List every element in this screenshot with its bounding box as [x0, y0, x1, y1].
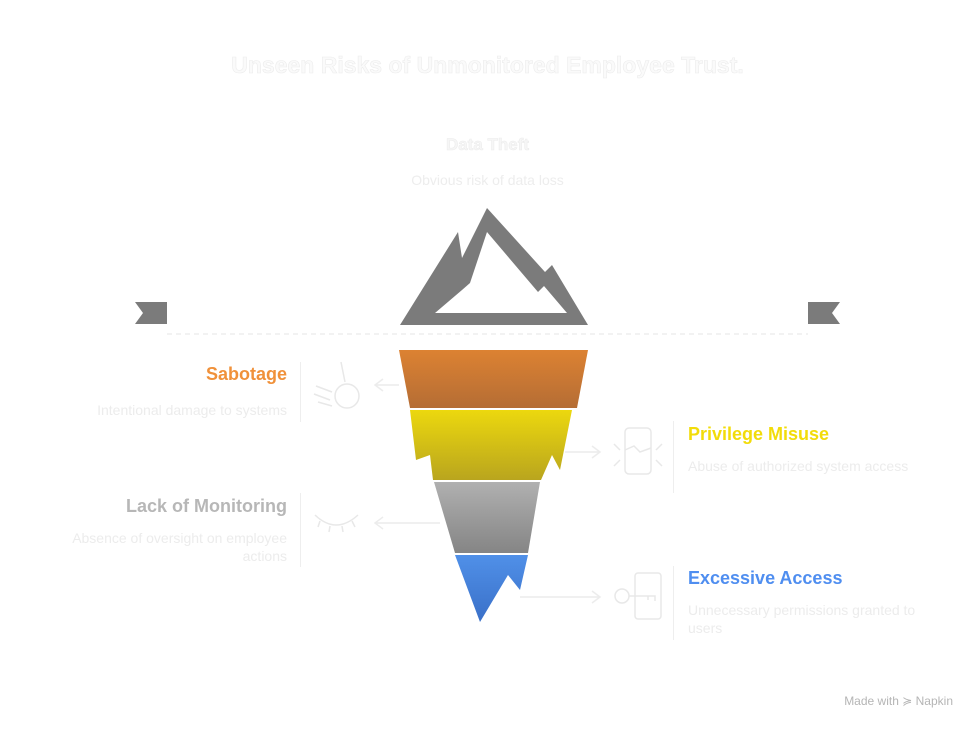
- divider-privilege: [673, 421, 674, 493]
- item-privilege-misuse: Privilege Misuse Abuse of authorized sys…: [688, 424, 918, 475]
- layer-excessive-access: [455, 555, 528, 622]
- layer-privilege-misuse: [410, 410, 572, 480]
- napkin-logo-icon: ≽: [902, 694, 913, 708]
- divider-excessive: [673, 566, 674, 640]
- broken-phone-icon: [613, 427, 663, 475]
- brand-label: Napkin: [915, 694, 953, 708]
- divider-sabotage: [300, 362, 301, 422]
- diagram-title: Unseen Risks of Unmonitored Employee Tru…: [231, 52, 744, 79]
- item-lack-of-monitoring: Lack of Monitoring Absence of oversight …: [40, 496, 287, 565]
- item-description: Absence of oversight on employee actions: [72, 530, 287, 564]
- right-flag: [808, 302, 840, 324]
- item-excessive-access: Excessive Access Unnecessary permissions…: [688, 568, 928, 637]
- item-sabotage: Sabotage Intentional damage to systems: [40, 364, 287, 419]
- item-description: Abuse of authorized system access: [688, 458, 909, 474]
- key-door-icon: [614, 572, 662, 620]
- layer-lack-of-monitoring: [434, 482, 540, 553]
- top-description: Obvious risk of data loss: [411, 172, 564, 188]
- layer-sabotage: [399, 350, 588, 408]
- item-description: Intentional damage to systems: [97, 402, 287, 418]
- item-heading: Sabotage: [205, 364, 287, 384]
- left-flag: [135, 302, 167, 324]
- item-heading: Privilege Misuse: [688, 424, 830, 444]
- top-heading: Data Theft: [445, 135, 530, 155]
- item-heading: Lack of Monitoring: [126, 496, 287, 516]
- divider-monitoring: [300, 493, 301, 567]
- item-heading: Excessive Access: [688, 568, 843, 588]
- wrecking-ball-icon: [313, 361, 360, 409]
- item-description: Unnecessary permissions granted to users: [688, 602, 916, 636]
- arrow-monitoring: [373, 516, 440, 530]
- arrow-excessive: [520, 590, 602, 604]
- arrow-privilege: [565, 445, 602, 459]
- made-with-label: Made with: [844, 694, 899, 708]
- closed-eye-icon: [314, 514, 359, 533]
- arrow-sabotage: [373, 378, 399, 392]
- made-with-napkin[interactable]: Made with ≽ Napkin: [844, 694, 953, 708]
- iceberg-tip: [400, 208, 588, 325]
